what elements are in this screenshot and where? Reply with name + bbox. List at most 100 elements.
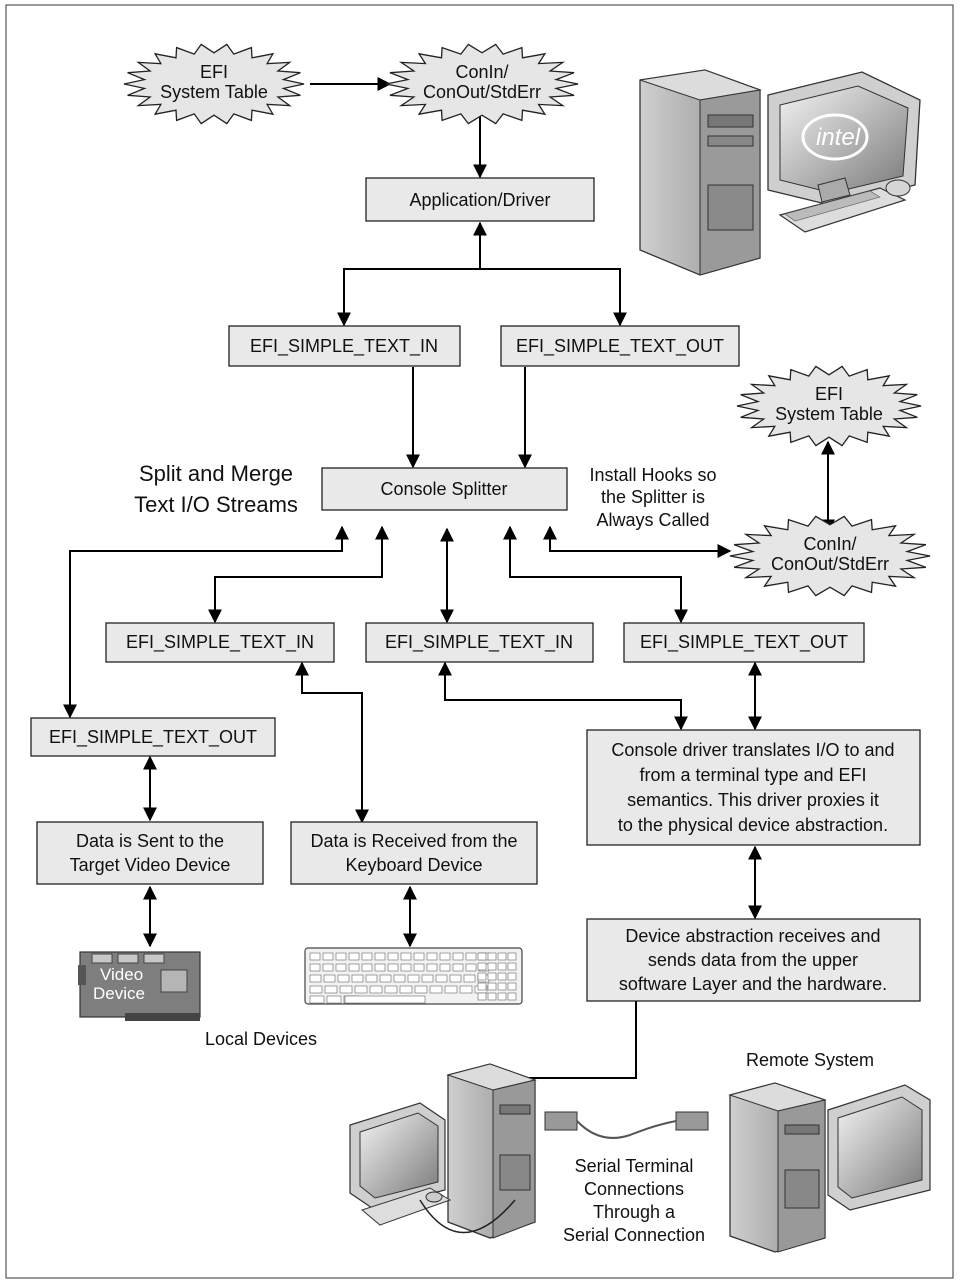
burst-line: ConOut/StdErr	[423, 82, 541, 102]
burst-line: ConIn/	[803, 534, 856, 554]
keyboard-key	[361, 952, 373, 961]
burst-line: System Table	[775, 404, 883, 424]
box-label: Data is Received from the	[310, 831, 517, 851]
keyboard-key	[507, 952, 517, 961]
box-left-simple-text-out: EFI_SIMPLE_TEXT_OUT	[30, 717, 276, 757]
box-keyboard-data: Data is Received from the Keyboard Devic…	[290, 821, 538, 885]
serial-line: Through a	[593, 1202, 676, 1222]
keyboard-key	[387, 963, 399, 972]
box-label: to the physical device abstraction.	[618, 815, 888, 835]
keyboard-key	[335, 952, 347, 961]
keyboard-key	[324, 985, 338, 994]
box-label: Console driver translates I/O to and	[611, 740, 894, 760]
remote-system-label: Remote System	[746, 1050, 874, 1070]
serial-line: Serial Connection	[563, 1225, 705, 1245]
keyboard-key	[309, 985, 323, 994]
keyboard-key	[309, 952, 321, 961]
box-label: software Layer and the hardware.	[619, 974, 887, 994]
box-label: Keyboard Device	[345, 855, 482, 875]
keyboard-key	[348, 952, 360, 961]
box-device-abstraction: Device abstraction receives and sends da…	[586, 918, 921, 1002]
keyboard-key	[477, 992, 487, 1001]
keyboard-key	[507, 992, 517, 1001]
keyboard-key	[326, 995, 342, 1004]
keyboard-key	[335, 963, 347, 972]
box-mid-simple-text-in-left: EFI_SIMPLE_TEXT_IN	[105, 622, 335, 663]
burst-line: EFI	[200, 62, 228, 82]
keyboard-key	[439, 952, 451, 961]
keyboard-key	[463, 974, 476, 983]
keyboard-key	[339, 985, 353, 994]
install-hooks-label: Install Hooks so the Splitter is Always …	[589, 465, 716, 530]
video-card-label: Video	[100, 965, 143, 984]
box-upper-simple-text-out: EFI_SIMPLE_TEXT_OUT	[500, 325, 740, 367]
keyboard-key	[465, 952, 477, 961]
keyboard-key	[497, 962, 507, 971]
keyboard-key	[426, 963, 438, 972]
serial-connection-label: Serial Terminal Connections Through a Se…	[563, 1156, 705, 1245]
keyboard-key	[426, 952, 438, 961]
keyboard-key	[449, 974, 462, 983]
box-label: EFI_SIMPLE_TEXT_IN	[385, 632, 573, 653]
box-label: Data is Sent to the	[76, 831, 224, 851]
serial-line: Serial Terminal	[575, 1156, 694, 1176]
serial-cable-illustration	[544, 1111, 709, 1139]
keyboard-key	[439, 963, 451, 972]
burst-line: ConOut/StdErr	[771, 554, 889, 574]
keyboard-key	[497, 972, 507, 981]
keyboard-key	[365, 974, 378, 983]
burst-efi-system-table-right: EFI System Table	[736, 365, 922, 447]
keyboard-key	[487, 982, 497, 991]
keyboard-key	[374, 963, 386, 972]
keyboard-key	[309, 995, 325, 1004]
keyboard-key	[487, 962, 497, 971]
burst-conin-conout-right: ConIn/ ConOut/StdErr	[729, 515, 931, 597]
split-merge-line: Split and Merge	[139, 461, 293, 486]
keyboard-key	[507, 982, 517, 991]
box-label: sends data from the upper	[648, 950, 858, 970]
keyboard-illustration	[304, 947, 523, 1005]
keyboard-key	[322, 963, 334, 972]
box-label: Application/Driver	[409, 190, 550, 210]
keyboard-key	[414, 985, 428, 994]
keyboard-key	[399, 985, 413, 994]
box-console-splitter: Console Splitter	[321, 467, 568, 511]
burst-line: ConIn/	[455, 62, 508, 82]
keyboard-key	[421, 974, 434, 983]
keyboard-key	[477, 972, 487, 981]
serial-line: Connections	[584, 1179, 684, 1199]
keyboard-key	[452, 963, 464, 972]
burst-conin-conout-top: ConIn/ ConOut/StdErr	[385, 43, 579, 125]
install-hooks-line: Always Called	[596, 510, 709, 530]
keyboard-key	[413, 952, 425, 961]
box-label: EFI_SIMPLE_TEXT_OUT	[516, 336, 724, 357]
intel-logo-text: intel	[816, 124, 861, 151]
video-card-illustration: Video Device	[78, 951, 201, 1021]
keyboard-key	[323, 974, 336, 983]
page-frame	[5, 4, 954, 1279]
keyboard-key	[435, 974, 448, 983]
split-merge-label: Split and Merge Text I/O Streams	[134, 461, 298, 517]
keyboard-key	[379, 974, 392, 983]
keyboard-key	[387, 952, 399, 961]
keyboard-key	[497, 982, 507, 991]
keyboard-key	[477, 962, 487, 971]
computer-illustration-remote	[728, 1082, 931, 1253]
box-label: EFI_SIMPLE_TEXT_IN	[250, 336, 438, 357]
keyboard-key	[487, 992, 497, 1001]
computer-illustration-local	[349, 1063, 537, 1239]
keyboard-key	[465, 963, 477, 972]
video-card-label: Device	[93, 984, 145, 1003]
burst-line: EFI	[815, 384, 843, 404]
keyboard-key	[322, 952, 334, 961]
burst-line: System Table	[160, 82, 268, 102]
box-console-driver: Console driver translates I/O to and fro…	[586, 729, 921, 846]
connectors	[63, 77, 835, 1079]
keyboard-key	[354, 985, 368, 994]
keyboard-key	[487, 952, 497, 961]
keyboard-key	[361, 963, 373, 972]
keyboard-key	[497, 992, 507, 1001]
install-hooks-line: the Splitter is	[601, 487, 705, 507]
keyboard-key	[413, 963, 425, 972]
